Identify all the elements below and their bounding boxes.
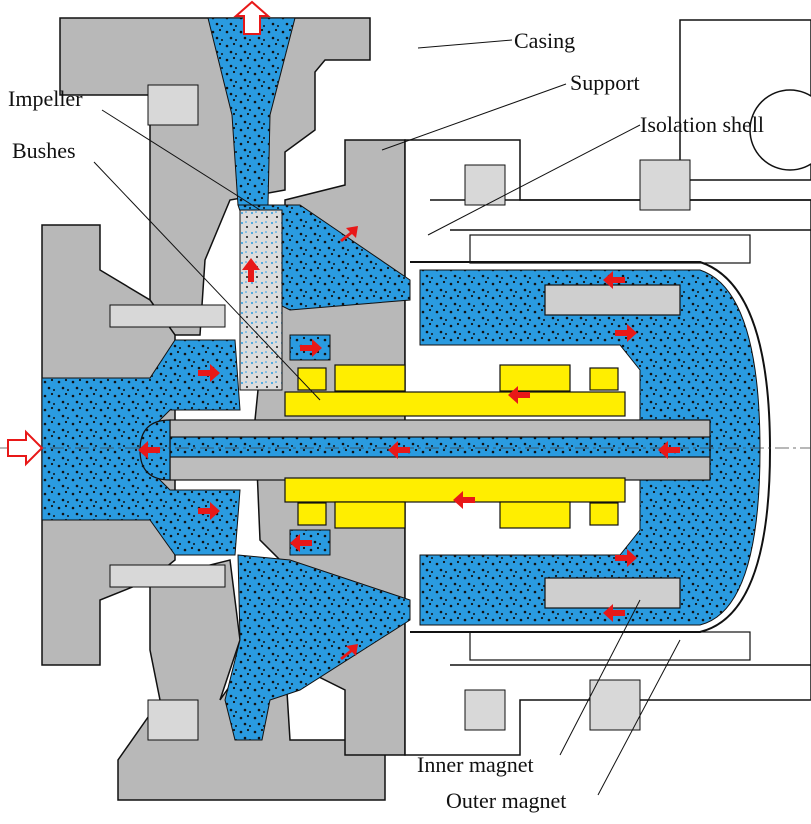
flow-arrows <box>138 226 680 660</box>
label-impeller: Impeller <box>8 86 83 111</box>
shaft <box>139 419 711 481</box>
flow-arrow-icon <box>242 258 260 282</box>
label-inner-magnet: Inner magnet <box>417 752 534 777</box>
inner-magnet <box>544 284 681 609</box>
isolation-shell <box>410 261 772 633</box>
flow-arrow-icon <box>603 604 625 622</box>
flow-arrow-icon <box>340 644 358 660</box>
label-support: Support <box>570 70 640 95</box>
label-isolation-shell: Isolation shell <box>640 112 765 137</box>
flow-arrow-icon <box>388 441 410 459</box>
outer-magnet <box>469 234 751 661</box>
flow-arrow-icon <box>615 549 637 567</box>
flow-arrow-icon <box>198 502 220 520</box>
flow-arrow-icon <box>290 534 312 552</box>
flow-arrow-icon <box>508 386 530 404</box>
leader-lines <box>93 39 681 796</box>
inlet-arrow-icon <box>7 429 44 467</box>
flow-arrow-icon <box>198 364 220 382</box>
flow-arrow-icon <box>603 271 625 289</box>
flow-arrow-icon <box>615 324 637 342</box>
flow-arrow-icon <box>138 441 160 459</box>
label-bushes: Bushes <box>12 138 76 163</box>
label-casing: Casing <box>514 28 576 53</box>
flow-arrow-icon <box>300 339 322 357</box>
label-outer-magnet: Outer magnet <box>446 788 567 813</box>
flow-arrow-icon <box>340 226 358 242</box>
flow-arrow-icon <box>453 491 475 509</box>
flow-arrow-icon <box>658 441 680 459</box>
outlet-arrow-icon <box>233 0 271 35</box>
impeller-blade <box>239 209 283 391</box>
bushes <box>284 364 626 529</box>
